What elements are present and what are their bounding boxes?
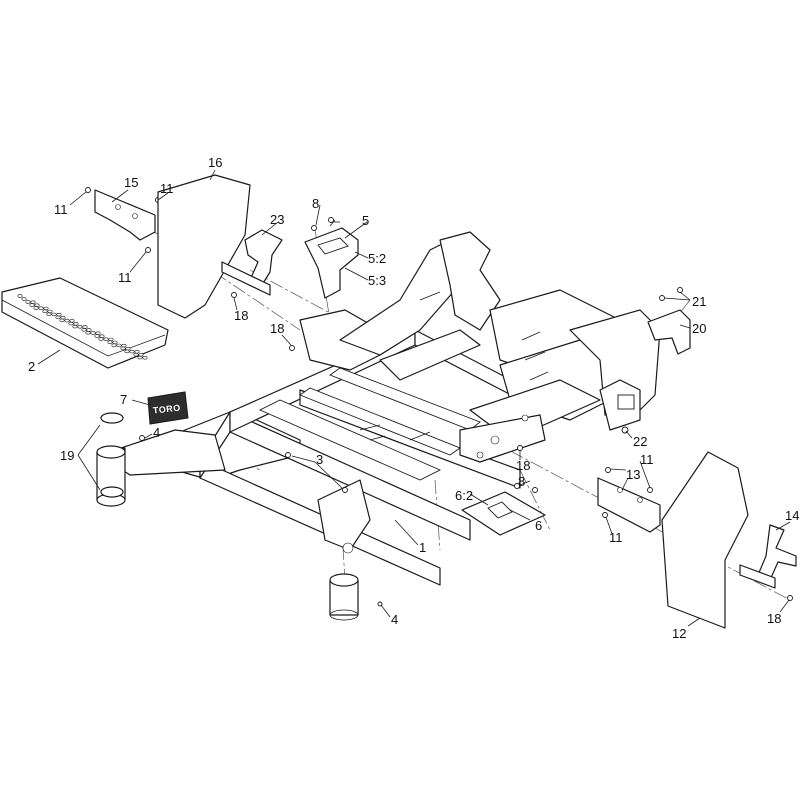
callout-19: 19 <box>60 448 74 463</box>
main-frame-part <box>174 231 661 586</box>
perforation-hole <box>38 306 44 310</box>
perforation-hole <box>86 328 92 332</box>
callout-20: 20 <box>692 321 706 336</box>
perforation-hole <box>47 309 53 314</box>
perforation-hole <box>56 312 62 317</box>
callout-11-b: 11 <box>160 181 174 196</box>
perforation-hole <box>77 325 83 329</box>
callout-11-d: 11 <box>640 452 654 467</box>
perforation-hole <box>51 312 57 317</box>
perforation-hole <box>121 343 127 348</box>
perforation-hole <box>64 318 70 323</box>
right-bracket-part <box>597 467 661 533</box>
perforation-hole <box>46 312 52 316</box>
callout-14: 14 <box>785 508 799 523</box>
perforation-hole <box>112 340 118 345</box>
callout-8-a: 8 <box>312 196 319 211</box>
perforation-hole <box>85 331 91 335</box>
bottom-bracket-part <box>461 483 546 536</box>
perforation-hole <box>25 300 31 304</box>
perforation-hole <box>103 337 109 341</box>
perforation-hole <box>134 350 140 354</box>
floor-plate-perforations <box>17 294 148 360</box>
perforation-hole <box>120 346 126 351</box>
perforation-hole <box>42 309 48 313</box>
perforation-hole <box>21 297 27 301</box>
perforation-hole <box>95 331 101 335</box>
perforation-hole <box>108 337 114 342</box>
perforation-hole <box>142 356 148 360</box>
decal-label: TORO <box>152 403 181 416</box>
callout-23: 23 <box>270 212 284 227</box>
perforation-hole <box>111 343 117 347</box>
callout-8-b: 8 <box>518 474 525 489</box>
perforation-hole <box>30 300 36 304</box>
callout-18-d: 18 <box>767 611 781 626</box>
perforation-hole <box>33 306 39 310</box>
callout-4-b: 4 <box>391 612 398 627</box>
right-y-bracket-part <box>739 524 797 601</box>
callout-18-a: 18 <box>234 308 248 323</box>
lower-caster-tube-part <box>329 573 383 621</box>
callout-3: 3 <box>316 452 323 467</box>
callout-6-2: 6:2 <box>455 488 473 503</box>
callout-15: 15 <box>124 175 138 190</box>
y-bracket-part <box>221 229 283 298</box>
perforation-hole <box>138 353 144 357</box>
fasteners <box>285 345 523 493</box>
callout-18-b: 18 <box>270 321 284 336</box>
perforation-hole <box>125 346 131 351</box>
center-bracket-part <box>304 217 359 299</box>
perforation-hole <box>107 340 113 344</box>
callout-5-3: 5:3 <box>368 273 386 288</box>
caster-tube-part <box>96 412 226 507</box>
callout-5: 5 <box>362 213 369 228</box>
perforation-hole <box>133 352 139 357</box>
perforation-hole <box>116 343 122 348</box>
perforation-hole <box>29 303 35 307</box>
callout-11-e: 11 <box>609 530 623 545</box>
callout-labels: 11 15 11 16 11 23 18 8 5 5:2 5:3 18 2 7 … <box>28 155 799 641</box>
callout-4-a: 4 <box>153 425 160 440</box>
perforation-hole <box>60 315 66 320</box>
callout-2: 2 <box>28 359 35 374</box>
perforation-hole <box>43 306 49 311</box>
decal-part: TORO <box>147 391 189 425</box>
perforation-hole <box>68 321 74 326</box>
callout-7: 7 <box>120 392 127 407</box>
callout-6: 6 <box>535 518 542 533</box>
floor-plate-part <box>1 277 169 369</box>
perforation-hole <box>34 303 40 307</box>
leader-lines <box>37 169 791 627</box>
right-shield-part <box>661 451 749 629</box>
callout-18-c: 18 <box>516 458 530 473</box>
perforation-hole <box>82 325 88 329</box>
callout-13: 13 <box>626 467 640 482</box>
left-bracket-part <box>85 187 161 253</box>
perforation-hole <box>137 355 143 360</box>
perforation-hole <box>55 315 61 320</box>
perforation-hole <box>99 334 105 338</box>
perforation-hole <box>90 331 96 335</box>
callout-11-a: 11 <box>54 202 68 217</box>
perforation-hole <box>129 349 135 354</box>
callout-22: 22 <box>633 434 647 449</box>
callout-12: 12 <box>672 626 686 641</box>
perforation-hole <box>73 322 79 326</box>
callout-16: 16 <box>208 155 222 170</box>
perforation-hole <box>17 294 23 298</box>
perforation-hole <box>94 334 100 338</box>
perforation-hole <box>98 337 104 341</box>
perforation-hole <box>69 319 75 323</box>
callout-5-2: 5:2 <box>368 251 386 266</box>
perforation-hole <box>72 324 78 329</box>
perforation-hole <box>81 328 87 332</box>
callout-1: 1 <box>419 540 426 555</box>
perforation-hole <box>124 349 130 354</box>
perforation-hole <box>59 318 65 323</box>
callout-11-c: 11 <box>118 270 132 285</box>
callout-21: 21 <box>692 294 706 309</box>
